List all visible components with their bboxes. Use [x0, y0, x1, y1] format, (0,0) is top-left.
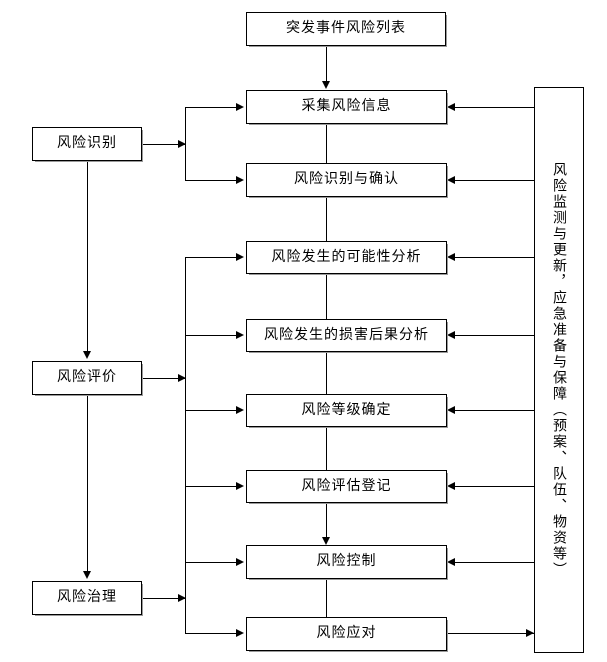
connector-probability-to-damage [326, 274, 327, 319]
arrowhead-feedback-assessment-register [447, 482, 455, 490]
connector-identify-confirm-to-probability [326, 197, 327, 241]
node-risk-level-determination[interactable]: 风险等级确定 [246, 394, 448, 428]
node-label: 突发事件风险列表 [286, 20, 406, 37]
arrowhead-branch-stem-identification [178, 140, 186, 148]
arrowhead-register-to-control [322, 537, 330, 545]
node-risk-assessment-registration[interactable]: 风险评估登记 [246, 470, 448, 504]
arrowhead-collect-info [236, 103, 244, 111]
arrowhead-damage-analysis [236, 331, 244, 339]
arrowhead-identification-to-evaluation [83, 351, 91, 359]
node-collect-risk-information[interactable]: 采集风险信息 [246, 90, 448, 125]
branch-arm-risk-response [185, 633, 238, 634]
branch-arm-risk-level [185, 410, 238, 411]
node-label: 风险应对 [316, 625, 377, 642]
node-damage-consequence-analysis[interactable]: 风险发生的损害后果分析 [246, 319, 448, 353]
connector-risk-level-to-register [326, 427, 327, 470]
arrowhead-branch-stem-evaluation [178, 374, 186, 382]
node-risk-identification-confirmation[interactable]: 风险识别与确认 [246, 163, 448, 198]
arrowhead-feedback-identify-confirm [447, 176, 455, 184]
branch-arm-probability-analysis [185, 257, 238, 258]
node-label: 风险评估登记 [301, 477, 392, 494]
arrowhead-probability-analysis [236, 253, 244, 261]
branch-arm-collect-info [185, 107, 238, 108]
node-risk-control[interactable]: 风险控制 [246, 545, 448, 580]
arrowhead-risk-control [236, 558, 244, 566]
node-label: 风险发生的可能性分析 [271, 248, 422, 265]
node-label: 风险识别与确认 [294, 171, 399, 188]
node-label: 风险控制 [316, 553, 377, 570]
connector-title-to-collect [326, 46, 327, 82]
branch-stem-governance [142, 598, 185, 599]
node-risk-response[interactable]: 风险应对 [246, 617, 448, 652]
node-label: 风险等级确定 [301, 401, 392, 418]
connector-identification-to-evaluation [87, 161, 88, 351]
feedback-line-collect-info [455, 107, 534, 108]
branch-arm-risk-control [185, 562, 238, 563]
arrowhead-evaluation-to-governance [83, 571, 91, 579]
branch-arm-assessment-register [185, 486, 238, 487]
connector-control-to-response [326, 579, 327, 617]
branch-bus-evaluation [185, 257, 186, 623]
feedback-line-probability-analysis [455, 257, 534, 258]
feedback-line-assessment-register [455, 486, 534, 487]
stage-box-risk-identification[interactable]: 风险识别 [32, 127, 143, 162]
connector-evaluation-to-governance [87, 395, 88, 571]
node-probability-analysis[interactable]: 风险发生的可能性分析 [246, 241, 448, 275]
arrowhead-branch-stem-governance [178, 594, 186, 602]
stage-box-risk-governance[interactable]: 风险治理 [32, 581, 143, 616]
node-label: 采集风险信息 [301, 98, 392, 115]
arrowhead-identify-confirm [236, 176, 244, 184]
node-emergency-risk-list[interactable]: 突发事件风险列表 [246, 12, 447, 47]
arrowhead-risk-response [236, 629, 244, 637]
arrowhead-feedback-risk-level [447, 406, 455, 414]
arrowhead-assessment-register [236, 482, 244, 490]
feedback-line-identify-confirm [455, 180, 534, 181]
feedback-line-risk-level [455, 410, 534, 411]
connector-collect-to-identify-confirm [326, 124, 327, 163]
arrowhead-title-to-collect [322, 81, 330, 89]
feedback-line-risk-control [455, 562, 534, 563]
arrowhead-feedback-collect-info [447, 103, 455, 111]
side-panel-label: 风险监测与更新，应急准备与保障（预案、队伍、物资等） [551, 162, 567, 578]
arrowhead-feedback-damage-analysis [447, 331, 455, 339]
feedback-line-damage-analysis [455, 335, 534, 336]
branch-arm-damage-analysis [185, 335, 238, 336]
stage-label: 风险治理 [57, 589, 117, 606]
arrowhead-feedback-probability-analysis [447, 253, 455, 261]
node-label: 风险发生的损害后果分析 [264, 326, 429, 343]
arrowhead-feedback-risk-control [447, 558, 455, 566]
stage-label: 风险识别 [57, 135, 117, 152]
branch-stem-evaluation [142, 378, 185, 379]
connector-damage-to-risk-level [326, 352, 327, 394]
branch-stem-identification [142, 144, 185, 145]
connector-response-to-side-panel [447, 633, 534, 634]
stage-label: 风险评价 [57, 369, 117, 386]
arrowhead-response-to-side-panel [526, 629, 534, 637]
branch-arm-identify-confirm [185, 180, 238, 181]
connector-register-to-control [326, 503, 327, 538]
arrowhead-risk-level [236, 406, 244, 414]
side-panel-risk-monitoring[interactable]: 风险监测与更新，应急准备与保障（预案、队伍、物资等） [534, 87, 584, 653]
stage-box-risk-evaluation[interactable]: 风险评价 [32, 361, 143, 396]
